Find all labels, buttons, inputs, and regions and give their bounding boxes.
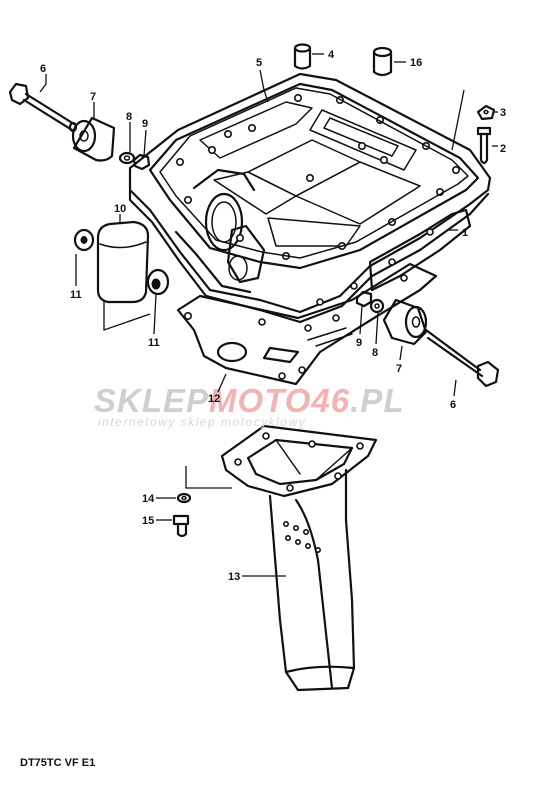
- watermark-brand-part3: 46: [310, 382, 350, 419]
- callout-6-lower: 6: [450, 399, 456, 411]
- part-5-gasket: [159, 87, 469, 259]
- part-10-rubber-block: [96, 220, 151, 331]
- part-8-upper-washer: [118, 151, 136, 165]
- part-7-upper-mount: [71, 116, 116, 162]
- callout-15: 15: [142, 515, 154, 527]
- callout-14: 14: [142, 493, 155, 505]
- part-13-exhaust-duct: [220, 424, 378, 692]
- part-11-right-washer: [146, 268, 170, 296]
- callouts: 5 4 16 3 2 1 6 7 8 9 10 11 11 9 8 7 6 12…: [40, 49, 506, 583]
- part-6-lower-bolt: [424, 328, 500, 388]
- model-code: DT75TC VF E1: [20, 757, 95, 769]
- assembly-guide-line: [185, 466, 232, 489]
- part-6-upper-bolt: [8, 82, 78, 133]
- part-15-bolt: [172, 514, 190, 538]
- callout-11-left: 11: [70, 289, 82, 301]
- watermark: SKLEPMOTO46.PL internetowy sklep motocyk…: [94, 382, 404, 429]
- part-9-upper-nut: [132, 153, 151, 171]
- callout-9-lower: 9: [356, 337, 362, 349]
- callout-16: 16: [410, 57, 422, 69]
- watermark-brand: SKLEPMOTO46.PL: [94, 382, 404, 419]
- callout-2: 2: [500, 143, 506, 155]
- callout-5: 5: [256, 57, 262, 69]
- callout-7-lower: 7: [396, 363, 402, 375]
- leader-lines: [39, 53, 498, 577]
- part-11-left-washer: [73, 228, 95, 252]
- callout-4: 4: [328, 49, 335, 61]
- part-3-washer: [476, 104, 496, 121]
- part-2-bolt: [476, 126, 492, 165]
- part-4-bushing: [293, 43, 312, 70]
- part-7-lower-mount: [382, 298, 428, 346]
- callout-7-upper: 7: [90, 91, 96, 103]
- callout-9-upper: 9: [142, 118, 148, 130]
- callout-8-upper: 8: [126, 111, 132, 123]
- watermark-brand-part1: SKLEP: [94, 382, 209, 419]
- callout-12: 12: [208, 393, 220, 405]
- callout-8-lower: 8: [372, 347, 378, 359]
- watermark-brand-part2: MOTO: [209, 382, 311, 419]
- callout-1: 1: [462, 227, 468, 239]
- callout-10: 10: [114, 203, 126, 215]
- part-12-lower-gasket: [176, 262, 438, 386]
- callout-11-right: 11: [148, 337, 160, 349]
- part-8-lower-washer: [369, 298, 385, 314]
- watermark-tagline: internetowy sklep motocyklowy: [98, 415, 306, 429]
- watermark-brand-part4: .PL: [350, 382, 404, 419]
- callout-6-upper: 6: [40, 63, 46, 75]
- part-16-bushing: [372, 46, 393, 77]
- part-14-washer: [176, 492, 192, 504]
- callout-13: 13: [228, 571, 240, 583]
- part-9-lower-nut: [355, 290, 373, 308]
- part-1-mounting-plate: [128, 72, 492, 324]
- callout-3: 3: [500, 107, 506, 119]
